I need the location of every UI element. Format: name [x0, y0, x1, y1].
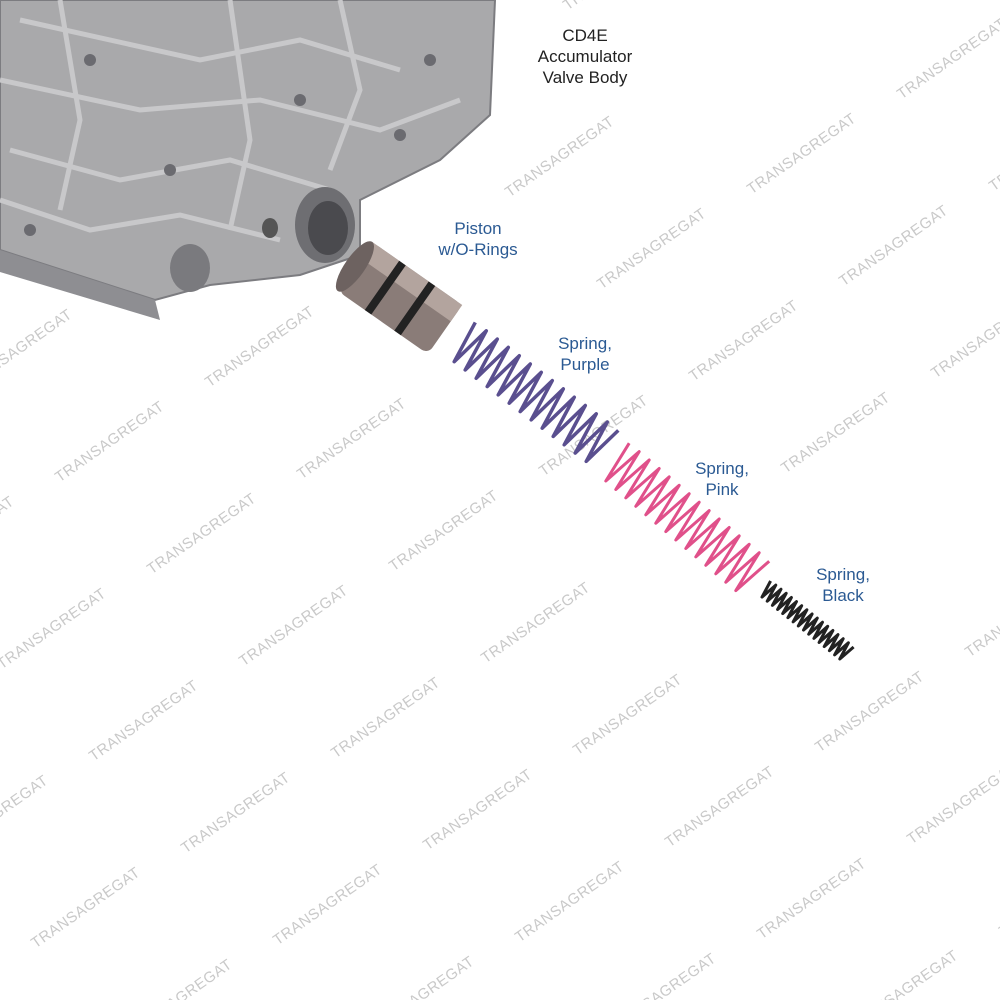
spring-black [760, 580, 855, 661]
title-line: Valve Body [542, 68, 628, 87]
piston [335, 241, 463, 351]
spring-purple [452, 321, 620, 464]
label-line: Pink [705, 480, 739, 499]
valve-body-title: CD4E Accumulator Valve Body [515, 25, 655, 88]
title-line: Accumulator [537, 47, 633, 66]
label-line: Spring, [695, 459, 749, 478]
label-line: Piston [454, 219, 502, 238]
label-line: Spring, [816, 565, 870, 584]
piston-label: Piston w/O-Rings [418, 218, 538, 260]
label-line: Spring, [558, 334, 612, 353]
label-line: Black [822, 586, 864, 605]
spring-purple-label: Spring, Purple [535, 333, 635, 375]
spring-pink-label: Spring, Pink [672, 458, 772, 500]
title-line: CD4E [562, 26, 608, 45]
spring-black-label: Spring, Black [793, 564, 893, 606]
valve-body [0, 0, 497, 320]
label-line: w/O-Rings [438, 240, 518, 259]
spring-pink [604, 442, 771, 593]
label-line: Purple [560, 355, 610, 374]
